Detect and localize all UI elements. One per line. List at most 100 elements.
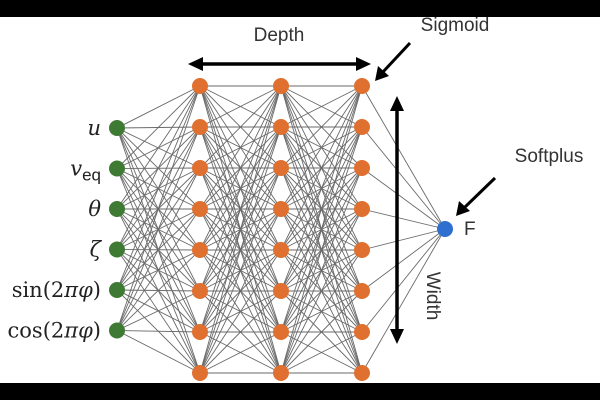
edge-hidden-hidden <box>280 85 363 169</box>
edge-hidden-hidden <box>199 85 282 292</box>
edge-hidden-output <box>361 85 446 230</box>
input-label-main: v <box>70 157 82 181</box>
edge-hidden-hidden <box>280 331 363 374</box>
input-label: sin(2πφ) <box>12 278 101 302</box>
input-label-part: sin(2 <box>12 278 65 302</box>
edge-hidden-hidden <box>280 167 363 374</box>
hidden-node <box>192 365 208 381</box>
input-label-subscript: eq <box>82 166 101 185</box>
hidden-node <box>192 201 208 217</box>
output-node <box>437 221 453 237</box>
edge-hidden-hidden <box>280 85 363 333</box>
edge-input-hidden <box>116 249 201 331</box>
edge-hidden-hidden <box>199 85 282 251</box>
edge-hidden-output <box>361 228 446 333</box>
edge-hidden-hidden <box>280 85 363 210</box>
edge-hidden-hidden <box>280 85 363 128</box>
edge-hidden-hidden <box>199 85 282 169</box>
input-node <box>109 282 125 298</box>
input-label-part: φ <box>78 319 93 343</box>
edge-hidden-hidden <box>280 208 363 374</box>
edge-hidden-hidden <box>280 290 363 374</box>
edge-input-hidden <box>116 167 201 331</box>
hidden-node <box>273 365 289 381</box>
hidden-node <box>354 160 370 176</box>
width-label: Width <box>422 272 443 321</box>
depth-arrow-head-left <box>188 57 203 71</box>
edge-input-hidden <box>116 330 201 374</box>
edge-hidden-hidden <box>280 249 363 374</box>
edge-input-hidden <box>116 85 201 129</box>
input-label-part: π <box>63 278 79 302</box>
input-node <box>109 322 125 339</box>
edge-hidden-hidden <box>280 85 363 374</box>
edge-input-hidden <box>116 85 201 169</box>
hidden-node <box>192 78 208 94</box>
input-label-part: π <box>63 319 79 343</box>
edge-input-hidden <box>116 330 201 333</box>
input-label: veq <box>70 157 101 185</box>
input-node <box>109 160 125 177</box>
edge-hidden-hidden <box>280 85 363 292</box>
width-arrow-head-bottom <box>390 329 404 344</box>
edge-hidden-output <box>361 228 446 374</box>
edge-input-hidden <box>116 208 201 331</box>
depth-arrow-head-right <box>356 57 371 71</box>
edge-hidden-hidden <box>280 85 363 251</box>
edge-input-hidden <box>116 126 201 331</box>
output-label: F <box>464 219 476 240</box>
hidden-node <box>273 242 289 258</box>
hidden-node <box>354 283 370 299</box>
hidden-node <box>273 201 289 217</box>
edge-hidden-output <box>361 126 446 230</box>
hidden-node <box>273 160 289 176</box>
input-node <box>109 120 125 136</box>
edge-hidden-output <box>361 208 446 230</box>
input-label: u <box>87 116 101 140</box>
hidden-node <box>192 283 208 299</box>
hidden-node <box>354 242 370 258</box>
hidden-node <box>354 201 370 217</box>
input-label: cos(2πφ) <box>8 319 101 343</box>
softplus-pointer-arrow <box>462 176 497 210</box>
sigmoid-pointer-head <box>375 66 389 81</box>
hidden-node <box>273 119 289 135</box>
top-letterbox-bar <box>0 0 600 17</box>
connection-edges <box>116 85 446 374</box>
input-label-part: cos(2 <box>8 319 65 343</box>
input-label-part: φ <box>78 278 93 302</box>
edge-input-hidden <box>116 85 201 210</box>
input-node <box>109 241 125 258</box>
depth-label: Depth <box>254 25 305 46</box>
softplus-label: Softplus <box>515 146 584 167</box>
edge-hidden-hidden <box>199 85 282 210</box>
hidden-node <box>192 119 208 135</box>
hidden-node <box>273 283 289 299</box>
hidden-node <box>192 242 208 258</box>
edge-input-hidden <box>116 85 201 331</box>
edge-hidden-hidden <box>199 290 282 374</box>
edge-hidden-hidden <box>199 208 282 374</box>
edge-input-hidden <box>116 290 201 331</box>
input-label: θ <box>88 197 101 221</box>
hidden-node <box>354 365 370 381</box>
width-arrow-head-top <box>390 96 404 111</box>
edge-hidden-output <box>361 167 446 230</box>
edge-hidden-hidden <box>199 331 282 374</box>
hidden-node <box>273 78 289 94</box>
hidden-node <box>354 324 370 340</box>
hidden-node <box>192 160 208 176</box>
hidden-node <box>354 78 370 94</box>
softplus-pointer-head <box>456 201 470 216</box>
hidden-node <box>273 324 289 340</box>
edge-hidden-hidden <box>199 85 282 128</box>
edge-hidden-hidden <box>280 126 363 374</box>
input-label: ζ <box>90 238 103 262</box>
network-nodes <box>109 78 453 381</box>
edge-hidden-hidden <box>199 85 282 333</box>
input-label-part: ) <box>93 278 101 302</box>
sigmoid-label: Sigmoid <box>421 15 490 36</box>
sigmoid-pointer-arrow <box>380 41 412 75</box>
